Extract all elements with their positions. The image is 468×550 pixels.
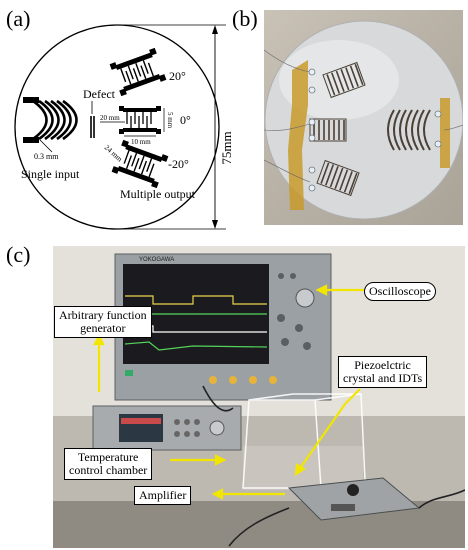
oscilloscope-device: YOKOGAWA [114,253,332,401]
oscilloscope-callout: Oscilloscope [364,282,436,301]
dim-5mm-label: 5 mm [166,112,174,129]
dim-03mm-label: 0.3 mm [34,152,59,161]
piezo-callout: Piezoelctric crystal and IDTs [338,356,428,388]
amplifier-label: Amplifier [139,488,187,502]
kapton-tape-left [288,60,308,210]
photo-output-idt-top [322,61,366,99]
dim-20mm-label: 20 mm [100,114,120,122]
photo-input-idt [387,109,431,151]
temperature-label-line1: Temperature [77,450,139,464]
panel-a-letter: (a) [6,6,31,31]
panel-b-wafer-photo [264,20,463,220]
amplifier-callout: Amplifier [134,486,192,505]
single-input-idt [32,99,78,141]
defect-label: Defect [83,87,116,101]
dim-10mm-label: 10 mm [131,138,151,146]
single-input-label: Single input [21,167,80,181]
afg-callout: Arbitrary function generator [54,306,152,338]
afg-label-line1: Arbitrary function [59,308,147,322]
afg-label-line2: generator [80,321,126,335]
photo-output-idt-bottom [316,159,360,197]
scope-brand-label: YOKOGAWA [139,257,174,263]
output-idt-plus20 [109,47,167,97]
arrow-piezo [344,388,361,405]
angle-plus20-label: 20° [169,69,186,83]
panel-c-photo: YOKOGAWA [53,246,465,548]
function-generator-device [92,405,242,451]
temperature-label-line2: control chamber [69,463,148,477]
angle-minus20-label: -20° [168,157,189,171]
panel-c-setup-photo: YOKOGAWA [53,246,465,548]
panel-b-photo [264,10,463,225]
angle-zero-label: 0° [180,113,191,127]
panel-a-diagram: 75mm 0.3 mm Single input Defect 20 mm 24… [14,24,234,230]
oscilloscope-label: Oscilloscope [369,284,431,298]
kapton-tape-right [440,98,450,168]
piezo-label-line2: crystal and IDTs [343,371,423,385]
panel-c-letter: (c) [6,242,31,267]
multiple-output-label: Multiple output [120,187,196,201]
piezo-label-line1: Piezoelctric [354,358,411,372]
diameter-label: 75mm [219,131,234,164]
output-idt-zero [119,106,161,134]
temperature-callout: Temperature control chamber [64,448,153,480]
panel-b-letter: (b) [232,6,258,31]
output-idt-minus20 [111,139,169,189]
